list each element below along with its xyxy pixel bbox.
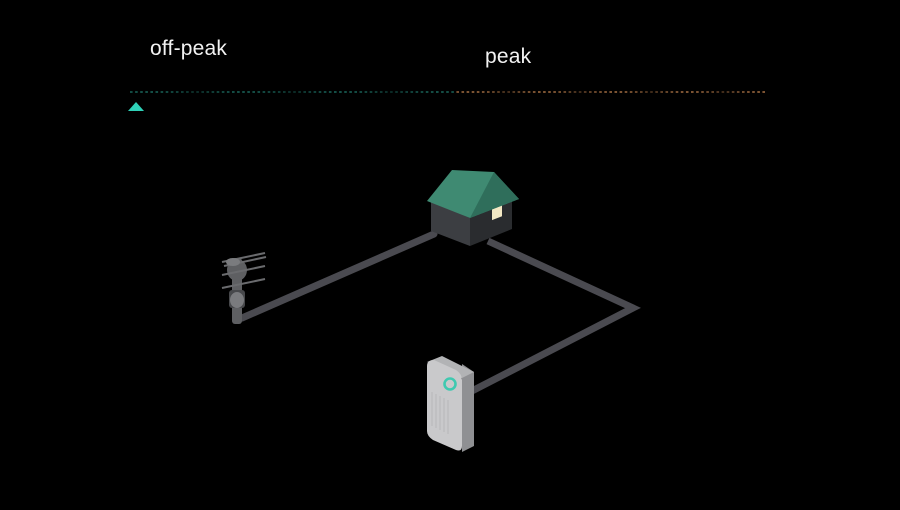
utility-pole: [221, 252, 267, 324]
power-cables: [238, 230, 641, 396]
pole-to-house-cable: [238, 230, 438, 322]
timeline-position-marker[interactable]: [128, 102, 144, 111]
home-battery: [427, 356, 474, 452]
off-peak-label: off-peak: [150, 37, 228, 60]
tariff-timeline: [128, 91, 765, 111]
peak-label: peak: [485, 45, 532, 68]
house: [427, 170, 519, 246]
battery-status-ring: [443, 377, 457, 391]
house-to-battery-cable: [468, 237, 641, 396]
